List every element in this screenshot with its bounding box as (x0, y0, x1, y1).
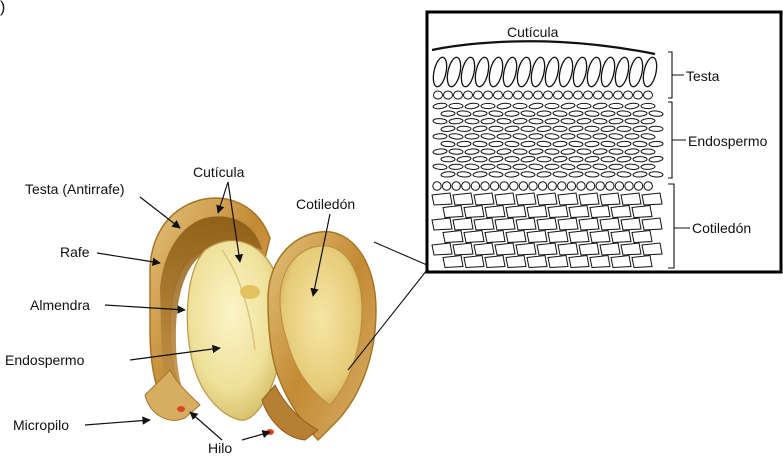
label-cotiledon-photo: Cotiledón (296, 196, 355, 212)
leader-micropilo (85, 420, 150, 425)
seed-photo (145, 198, 376, 440)
almond-spot (240, 285, 260, 299)
hilum-spot-left (177, 406, 185, 412)
leader-testa (140, 197, 180, 228)
label-cuticula-inset: Cutícula (507, 24, 558, 40)
label-cuticula-photo: Cutícula (193, 164, 244, 180)
label-micropilo: Micropilo (13, 417, 69, 433)
label-endospermo-photo: Endospermo (5, 352, 84, 368)
label-cotiledon-inset: Cotiledón (692, 220, 751, 236)
figure-corner-mark: ) (0, 0, 5, 16)
leader-hilo-2 (242, 432, 270, 440)
left-shell-bottom (145, 370, 200, 420)
label-almendra: Almendra (30, 297, 90, 313)
label-rafe: Rafe (60, 244, 90, 260)
label-testa-inset: Testa (686, 68, 719, 84)
leader-hilo-1 (190, 412, 222, 440)
label-endospermo-inset: Endospermo (688, 133, 767, 149)
label-testa-antirrafe: Testa (Antirrafe) (25, 181, 125, 197)
